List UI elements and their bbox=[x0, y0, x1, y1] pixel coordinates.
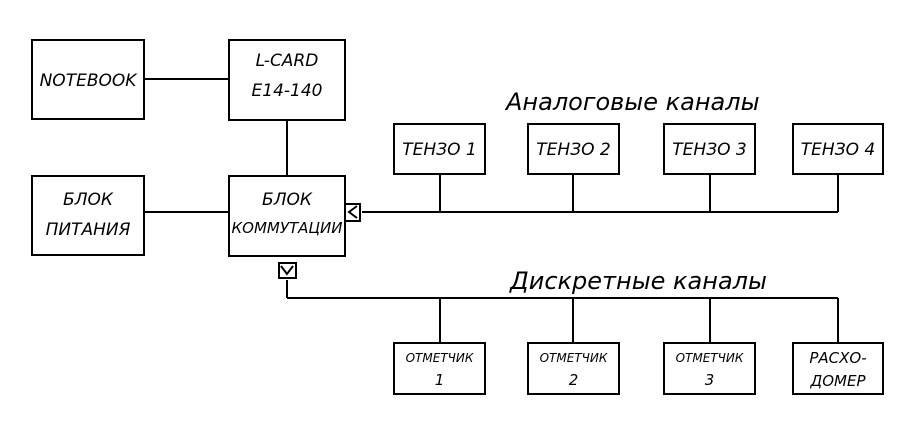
marker-3-label-1: ОТМЕТЧИК bbox=[676, 351, 744, 365]
flowmeter-label-2: ДОМЕР bbox=[810, 372, 867, 390]
marker-2-label-2: 2 bbox=[569, 371, 579, 389]
lcard-block: L-CARD E14-140 bbox=[228, 39, 346, 121]
switch-label-1: БЛОК bbox=[262, 190, 313, 210]
tenzo-2-block: ТЕНЗО 2 bbox=[527, 123, 620, 175]
marker-2-block: ОТМЕТЧИК 2 bbox=[527, 342, 620, 395]
flowmeter-label-1: РАСХО- bbox=[809, 349, 866, 367]
flowmeter-block: РАСХО- ДОМЕР bbox=[792, 342, 884, 395]
lcard-label-2: E14-140 bbox=[252, 81, 323, 101]
marker-1-label-2: 1 bbox=[435, 371, 445, 389]
notebook-label: NOTEBOOK bbox=[40, 71, 139, 91]
tenzo-3-label: ТЕНЗО 3 bbox=[672, 140, 746, 160]
discrete-connector bbox=[278, 262, 297, 279]
tenzo-3-block: ТЕНЗО 3 bbox=[663, 123, 756, 175]
tenzo-4-block: ТЕНЗО 4 bbox=[792, 123, 884, 175]
marker-3-label-2: 3 bbox=[705, 371, 715, 389]
notebook-block: NOTEBOOK bbox=[31, 39, 145, 120]
tenzo-1-block: ТЕНЗО 1 bbox=[393, 123, 486, 175]
connections bbox=[144, 78, 839, 343]
marker-2-label-1: ОТМЕТЧИК bbox=[540, 351, 608, 365]
switch-block: БЛОК КОММУТАЦИИ bbox=[228, 175, 346, 257]
marker-1-block: ОТМЕТЧИК 1 bbox=[393, 342, 486, 395]
power-label-1: БЛОК bbox=[63, 190, 114, 210]
tenzo-1-label: ТЕНЗО 1 bbox=[402, 140, 476, 160]
analog-connector bbox=[344, 203, 361, 222]
analog-channels-title: Аналоговые каналы bbox=[504, 88, 760, 116]
discrete-channels-title: Дискретные каналы bbox=[509, 267, 767, 295]
tenzo-4-label: ТЕНЗО 4 bbox=[801, 140, 875, 160]
marker-3-block: ОТМЕТЧИК 3 bbox=[663, 342, 756, 395]
power-block: БЛОК ПИТАНИЯ bbox=[31, 175, 145, 256]
lcard-label-1: L-CARD bbox=[256, 51, 319, 71]
switch-label-2: КОММУТАЦИИ bbox=[232, 219, 343, 237]
marker-1-label-1: ОТМЕТЧИК bbox=[406, 351, 474, 365]
power-label-2: ПИТАНИЯ bbox=[46, 220, 131, 240]
tenzo-2-label: ТЕНЗО 2 bbox=[536, 140, 610, 160]
